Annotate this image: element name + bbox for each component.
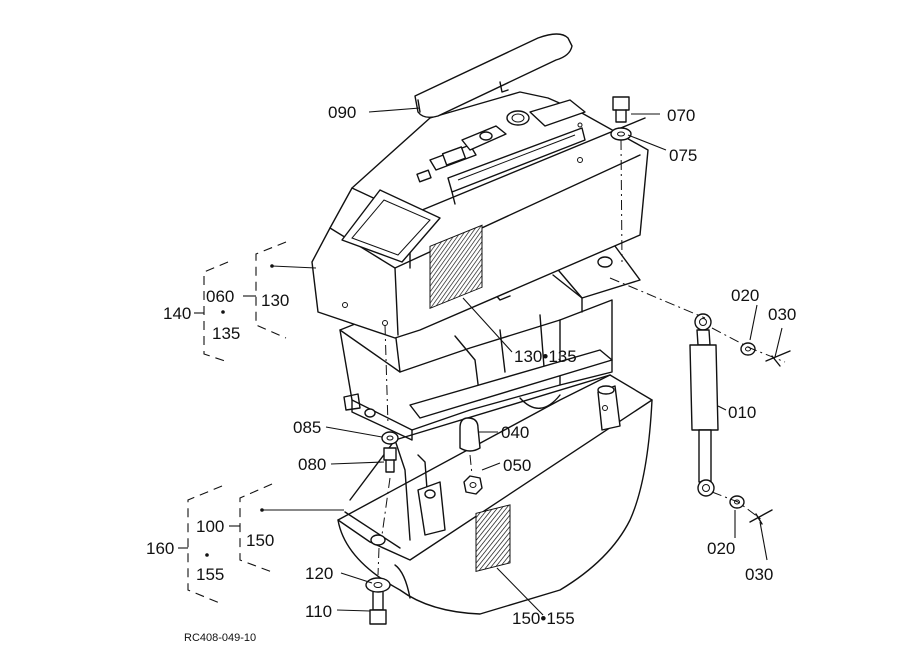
grommet-040 [459,417,481,452]
label-140: 140 [163,304,191,323]
label-100: 100 [196,517,224,536]
label-155: 155 [196,565,224,584]
label-080: 080 [298,455,326,474]
label-075: 075 [669,146,697,165]
label-110: 110 [305,602,332,621]
label-130-135-ref: 130•135 [514,347,577,366]
leader-lines [260,107,783,616]
bolt-110 [369,591,387,625]
label-070: 070 [667,106,695,125]
label-020-bottom: 020 [707,539,735,558]
upper-console-cover [311,91,649,339]
label-090: 090 [328,103,356,122]
bolt-070 [612,96,630,123]
washer-085 [381,431,399,445]
label-040: 040 [501,423,529,442]
pin-030-bottom [749,509,773,525]
drawing-code: RC408-049-10 [184,632,256,644]
label-plate-upper [429,224,483,309]
label-050: 050 [503,456,531,475]
gas-spring [689,313,719,497]
bolt-080 [383,447,397,473]
armrest-pad [414,33,573,119]
group-bracket-160 [178,483,273,605]
pin-030-top [765,350,791,367]
assembly-centerlines [377,139,786,576]
label-085: 085 [293,418,321,437]
label-plate-lower [475,504,511,572]
label-020-top: 020 [731,286,759,305]
washer-120 [365,577,391,593]
label-010: 010 [728,403,756,422]
part-labels: 090 070 075 020 030 010 020 030 130•135 … [146,103,796,644]
group-bracket-140 [194,241,287,363]
washer-020-top [740,342,756,356]
nut-050 [463,475,483,495]
label-130: 130 [261,291,289,310]
label-060: 060 [206,287,234,306]
washer-075 [610,127,632,141]
label-120: 120 [305,564,333,583]
label-150-155-ref: 150•155 [512,609,575,628]
label-150: 150 [246,531,274,550]
label-135: 135 [212,324,240,343]
label-160: 160 [146,539,174,558]
label-030-top: 030 [768,305,796,324]
label-030-bottom: 030 [745,565,773,584]
